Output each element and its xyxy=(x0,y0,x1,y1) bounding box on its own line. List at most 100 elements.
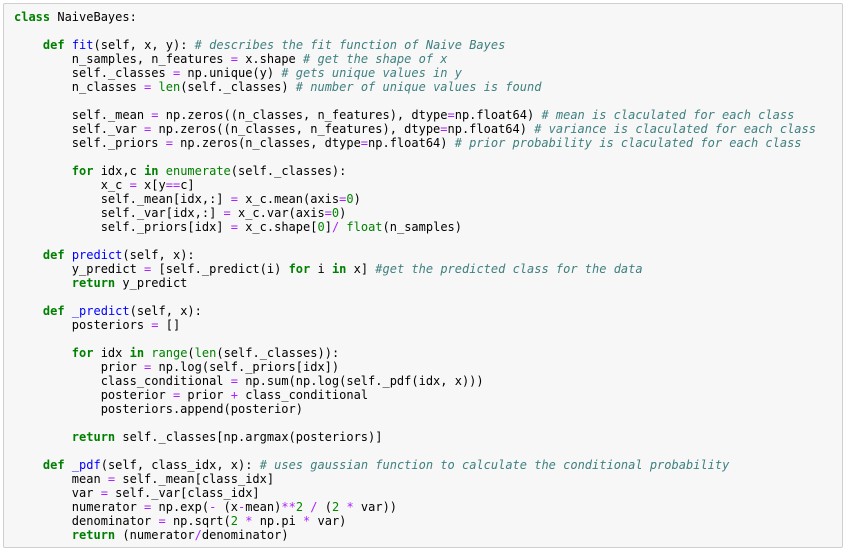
code-token: np.zeros(n_classes, dtype xyxy=(172,136,361,150)
code-line xyxy=(14,94,816,108)
number-token: 0 xyxy=(317,220,325,234)
function-name-token: _pdf xyxy=(71,458,101,472)
code-line: def _pdf(self, class_idx, x): # uses gau… xyxy=(14,458,816,472)
code-token: idx,c xyxy=(93,164,145,178)
keyword-token: in xyxy=(129,346,145,360)
code-line: posteriors = [] xyxy=(14,318,816,332)
builtin-token: len xyxy=(194,346,217,360)
code-line: self._mean[idx,:] = x_c.mean(axis=0) xyxy=(14,192,816,206)
code-token: np.float64) xyxy=(454,108,542,122)
code-token: c] xyxy=(180,178,195,192)
keyword-token: return xyxy=(71,276,116,290)
code-token xyxy=(151,80,158,94)
code-token xyxy=(65,38,72,52)
code-line: n_samples, n_features = x.shape # get th… xyxy=(14,52,816,66)
code-token: var)) xyxy=(353,500,398,514)
keyword-token: def xyxy=(42,248,65,262)
code-token: posteriors xyxy=(14,318,152,332)
code-token xyxy=(14,164,72,178)
code-token xyxy=(14,38,43,52)
code-token: x[y xyxy=(136,178,166,192)
code-line: for idx in range(len(self._classes)): xyxy=(14,346,816,360)
number-token: 2 xyxy=(295,500,304,514)
code-token: class_conditional xyxy=(14,374,231,388)
code-line: self._priors[idx] = x_c.shape[0]/ float(… xyxy=(14,220,816,234)
code-token: n_samples, n_features xyxy=(14,52,231,66)
code-token: [self._predict(i) xyxy=(151,262,289,276)
code-token: mean) xyxy=(245,500,282,514)
code-token: self._var[class_idx] xyxy=(107,486,260,500)
code-token: x_c.shape[ xyxy=(237,220,318,234)
code-line: def fit(self, x, y): # describes the fit… xyxy=(14,38,816,52)
code-token xyxy=(65,458,72,472)
operator-token: = xyxy=(230,220,238,234)
comment-token: # get the shape of x xyxy=(303,52,448,66)
code-line: posteriors.append(posterior) xyxy=(14,402,816,416)
operator-token: + xyxy=(230,388,238,402)
operator-token: - xyxy=(209,500,217,514)
keyword-token: return xyxy=(71,430,116,444)
operator-token: / xyxy=(310,500,318,514)
code-line: return self._classes[np.argmax(posterior… xyxy=(14,430,816,444)
code-line xyxy=(14,444,816,458)
code-token: self._var xyxy=(14,122,145,136)
operator-token: = xyxy=(440,122,448,136)
keyword-token: def xyxy=(42,458,65,472)
code-block[interactable]: class NaiveBayes: def fit(self, x, y): #… xyxy=(14,10,816,542)
code-token: np.sqrt( xyxy=(165,514,231,528)
builtin-token: enumerate xyxy=(165,164,231,178)
code-token: self._priors[idx] xyxy=(14,220,231,234)
code-token: x_c.mean(axis xyxy=(237,192,340,206)
comment-token: #get the predicted class for the data xyxy=(375,262,643,276)
code-token: y_predict xyxy=(14,262,145,276)
code-line: self._priors = np.zeros(n_classes, dtype… xyxy=(14,136,816,150)
operator-token: = xyxy=(230,374,238,388)
function-name-token: predict xyxy=(71,248,123,262)
operator-token: = xyxy=(324,206,332,220)
code-line xyxy=(14,150,816,164)
code-token: ( xyxy=(317,500,332,514)
code-token xyxy=(14,528,72,542)
code-token xyxy=(159,164,166,178)
code-token: x] xyxy=(346,262,376,276)
operator-token: * xyxy=(303,514,311,528)
code-line: self._var = np.zeros((n_classes, n_featu… xyxy=(14,122,816,136)
code-line: def _predict(self, x): xyxy=(14,304,816,318)
code-line: self._mean = np.zeros((n_classes, n_feat… xyxy=(14,108,816,122)
operator-token: = xyxy=(107,472,116,486)
operator-token: = xyxy=(172,66,181,80)
code-token: prior xyxy=(180,388,231,402)
function-name-token: fit xyxy=(71,38,94,52)
code-token: x_c.var(axis xyxy=(230,206,325,220)
code-token: [] xyxy=(158,318,181,332)
code-token: np.unique(y) xyxy=(180,66,282,80)
operator-token: * xyxy=(346,500,354,514)
operator-token: = xyxy=(151,318,159,332)
code-token: posterior xyxy=(14,388,173,402)
code-line: x_c = x[y==c] xyxy=(14,178,816,192)
code-line: n_classes = len(self._classes) # number … xyxy=(14,80,816,94)
operator-token: / xyxy=(331,220,340,234)
code-token: (self, x): xyxy=(129,304,202,318)
code-cell[interactable]: class NaiveBayes: def fit(self, x, y): #… xyxy=(3,3,843,548)
code-token: var) xyxy=(310,514,347,528)
code-line: class_conditional = np.sum(np.log(self._… xyxy=(14,374,816,388)
code-token: np.sum(np.log(self._pdf(idx, x))) xyxy=(237,374,484,388)
code-token: (self._classes)): xyxy=(216,346,340,360)
code-token xyxy=(14,248,43,262)
operator-token: = xyxy=(151,108,159,122)
operator-token: - xyxy=(238,500,246,514)
code-token: self._classes xyxy=(14,66,173,80)
operator-token: ** xyxy=(281,500,296,514)
code-token: np.log(self._priors[idx]) xyxy=(151,360,340,374)
operator-token: = xyxy=(230,192,238,206)
code-token: x.shape xyxy=(237,52,304,66)
comment-token: # gets unique values in y xyxy=(281,66,462,80)
code-token: ) xyxy=(339,206,347,220)
code-token: (x xyxy=(216,500,238,514)
code-line: class NaiveBayes: xyxy=(14,10,816,24)
code-token: np.pi xyxy=(252,514,304,528)
comment-token: # mean is claculated for each class xyxy=(541,108,795,122)
comment-token: # uses gaussian function to calculate th… xyxy=(259,458,730,472)
code-token: y_predict xyxy=(115,276,188,290)
